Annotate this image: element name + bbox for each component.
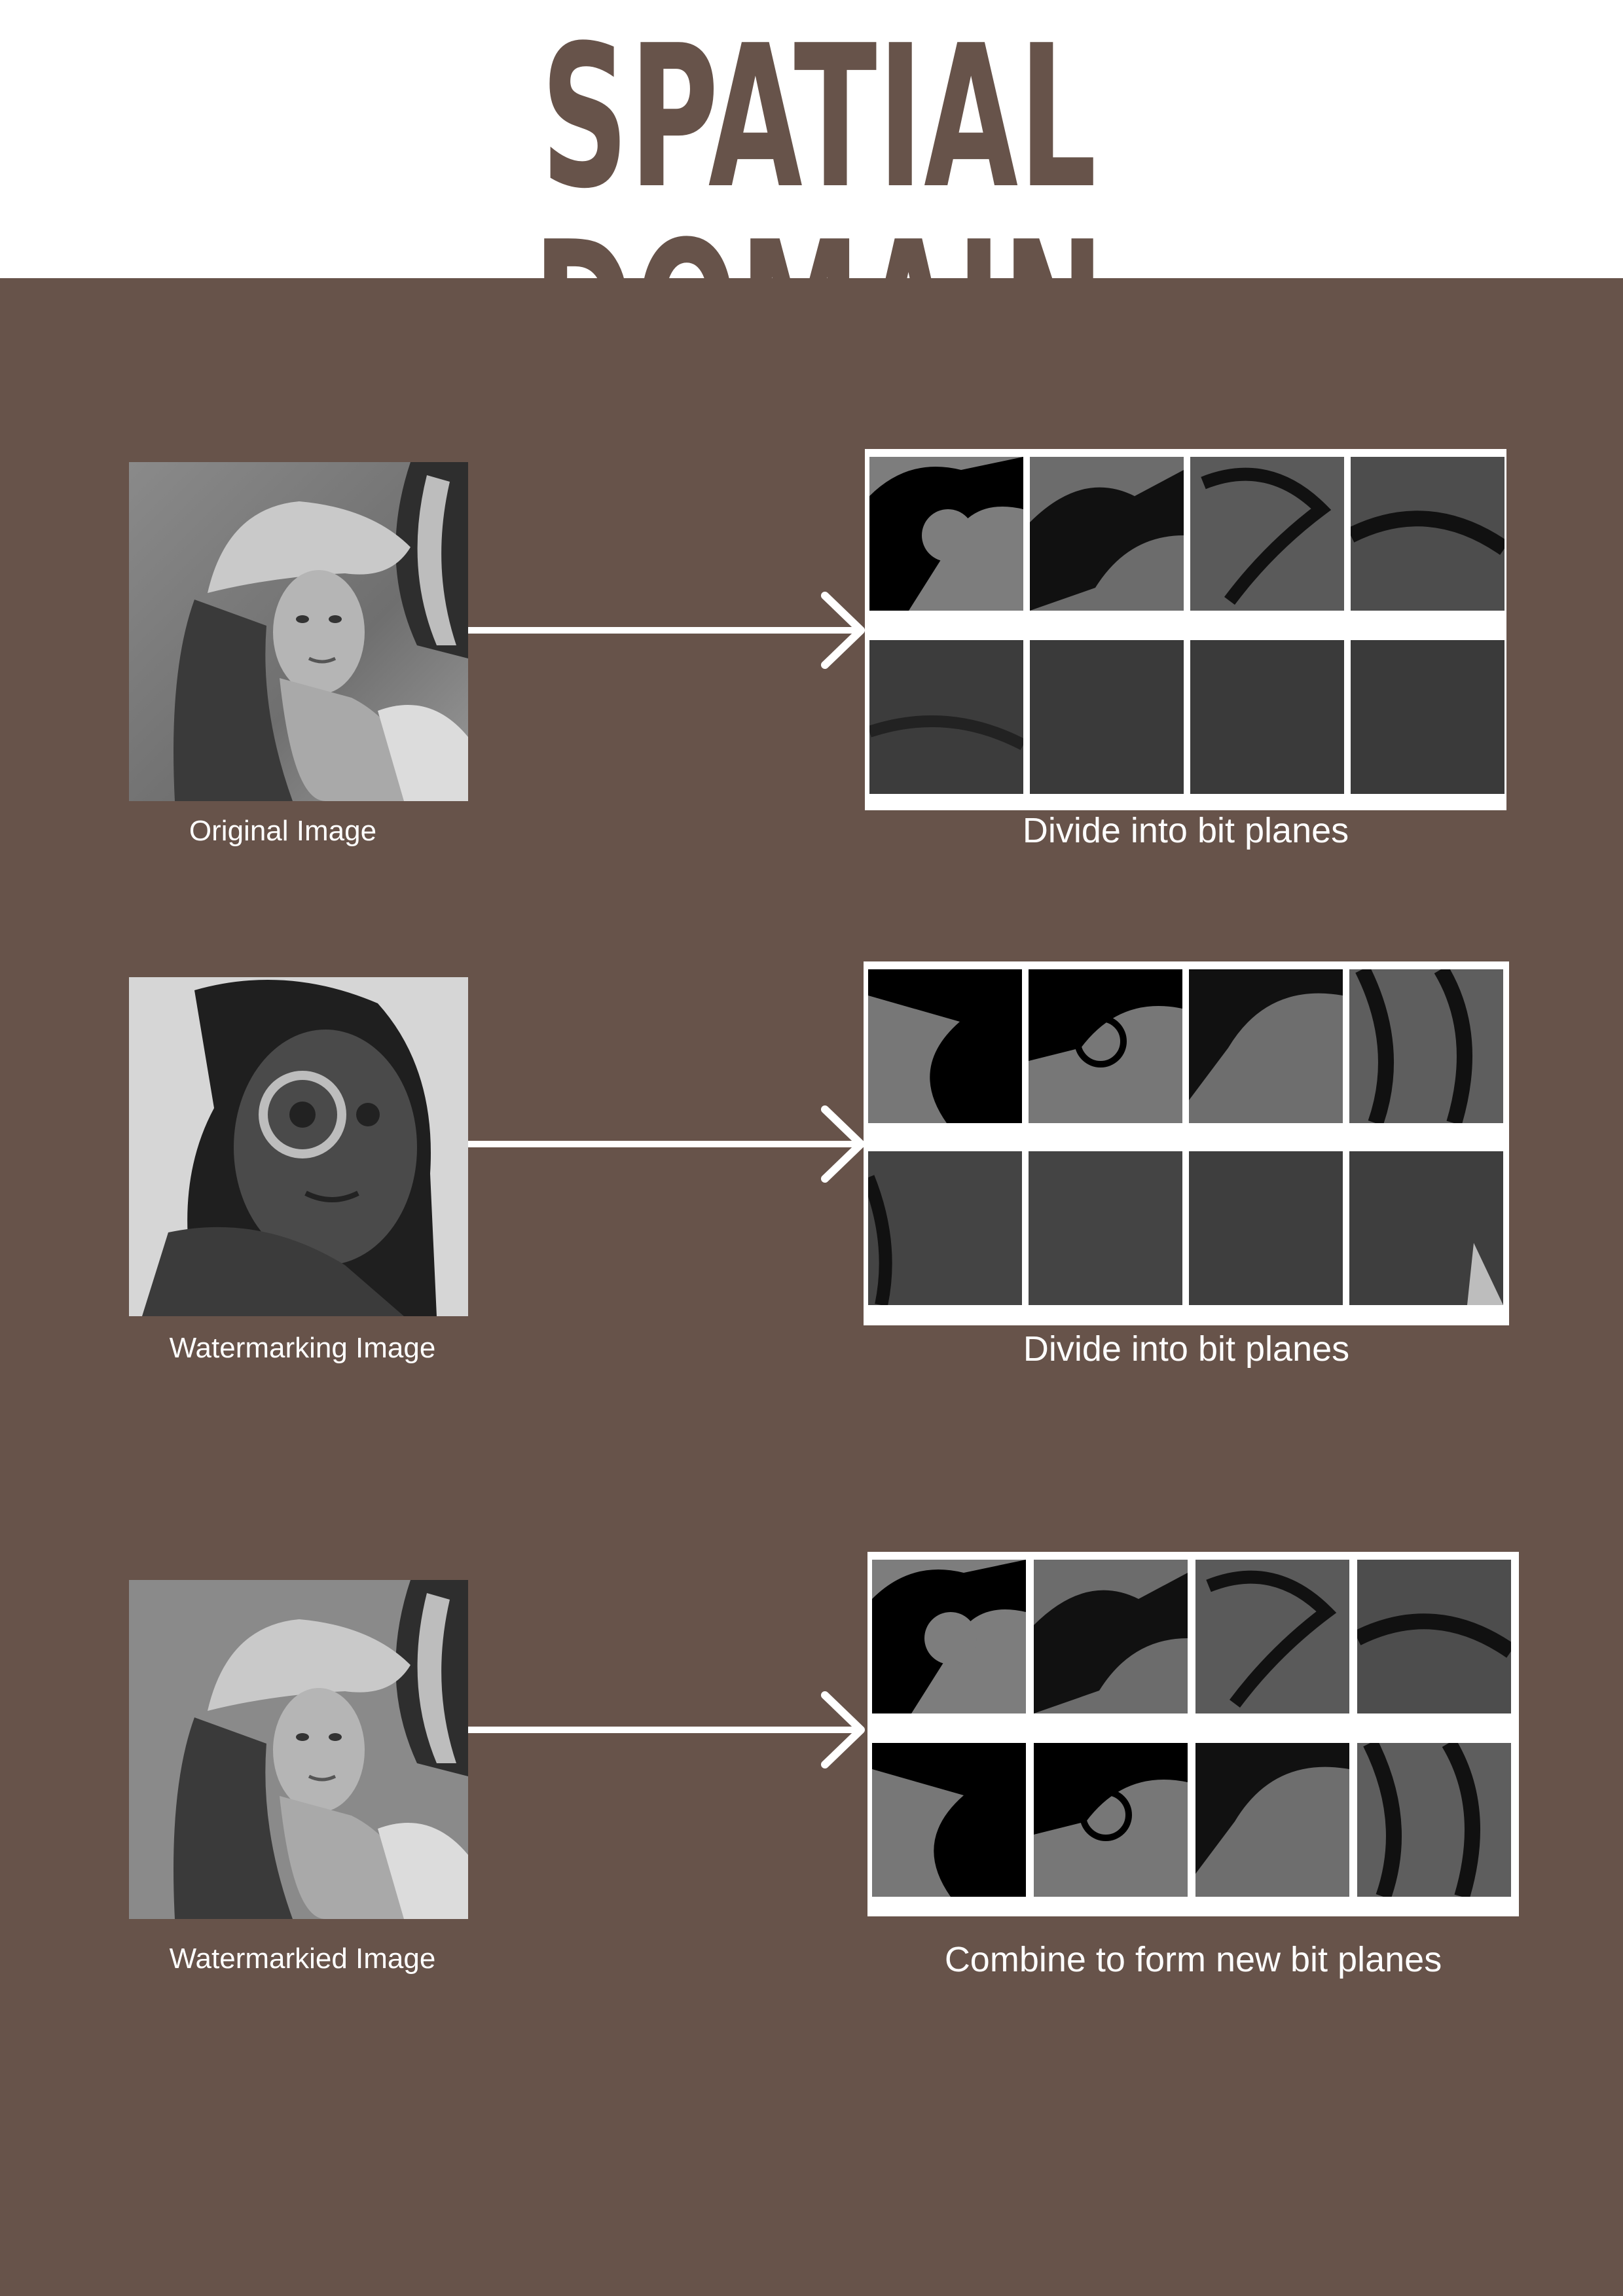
bit-plane-tile xyxy=(1195,1743,1349,1897)
step-caption-combine: Combine to form new bit planes xyxy=(944,1940,1442,1979)
bit-plane-tile xyxy=(1189,1151,1343,1305)
bit-plane-tile xyxy=(1351,640,1504,794)
bit-plane-tile xyxy=(1029,969,1182,1123)
watermarking-image-caption: Watermarking Image xyxy=(169,1332,436,1364)
bit-planes-grid-combined xyxy=(867,1552,1519,1916)
watermarking-image xyxy=(129,977,468,1316)
arrow-right-icon xyxy=(468,1691,865,1768)
bit-plane-tile xyxy=(872,1743,1026,1897)
bit-plane-tile xyxy=(1029,1151,1182,1305)
bit-plane-tile xyxy=(1195,1560,1349,1713)
watermarked-image xyxy=(129,1580,468,1919)
arrow-right-icon xyxy=(468,592,865,669)
bit-plane-tile xyxy=(1357,1560,1511,1713)
bit-plane-tile xyxy=(868,969,1022,1123)
bit-plane-tile xyxy=(868,1151,1022,1305)
bit-plane-tile xyxy=(869,640,1023,794)
bit-planes-grid-original xyxy=(865,449,1506,810)
bit-plane-tile xyxy=(1349,969,1503,1123)
watermarked-image-caption: Watermarkied Image xyxy=(169,1943,436,1975)
header: SPATIAL DOMAIN xyxy=(0,0,1623,412)
bit-plane-tile xyxy=(1189,969,1343,1123)
bit-plane-tile xyxy=(872,1560,1026,1713)
bit-plane-tile xyxy=(1030,457,1184,611)
bit-plane-tile xyxy=(1357,1743,1511,1897)
bit-plane-tile xyxy=(1349,1151,1503,1305)
bit-planes-grid-watermark xyxy=(864,961,1509,1325)
bit-plane-tile xyxy=(1351,457,1504,611)
bit-plane-tile xyxy=(1034,1743,1188,1897)
original-image-caption: Original Image xyxy=(189,815,377,847)
bit-plane-tile xyxy=(1190,457,1344,611)
bit-plane-tile xyxy=(869,457,1023,611)
original-image xyxy=(129,462,468,801)
bit-plane-tile xyxy=(1190,640,1344,794)
bit-plane-tile xyxy=(1030,640,1184,794)
bit-plane-tile xyxy=(1034,1560,1188,1713)
arrow-right-icon xyxy=(468,1105,865,1183)
step-caption-divide-original: Divide into bit planes xyxy=(1022,811,1349,850)
step-caption-divide-watermark: Divide into bit planes xyxy=(1023,1329,1350,1369)
